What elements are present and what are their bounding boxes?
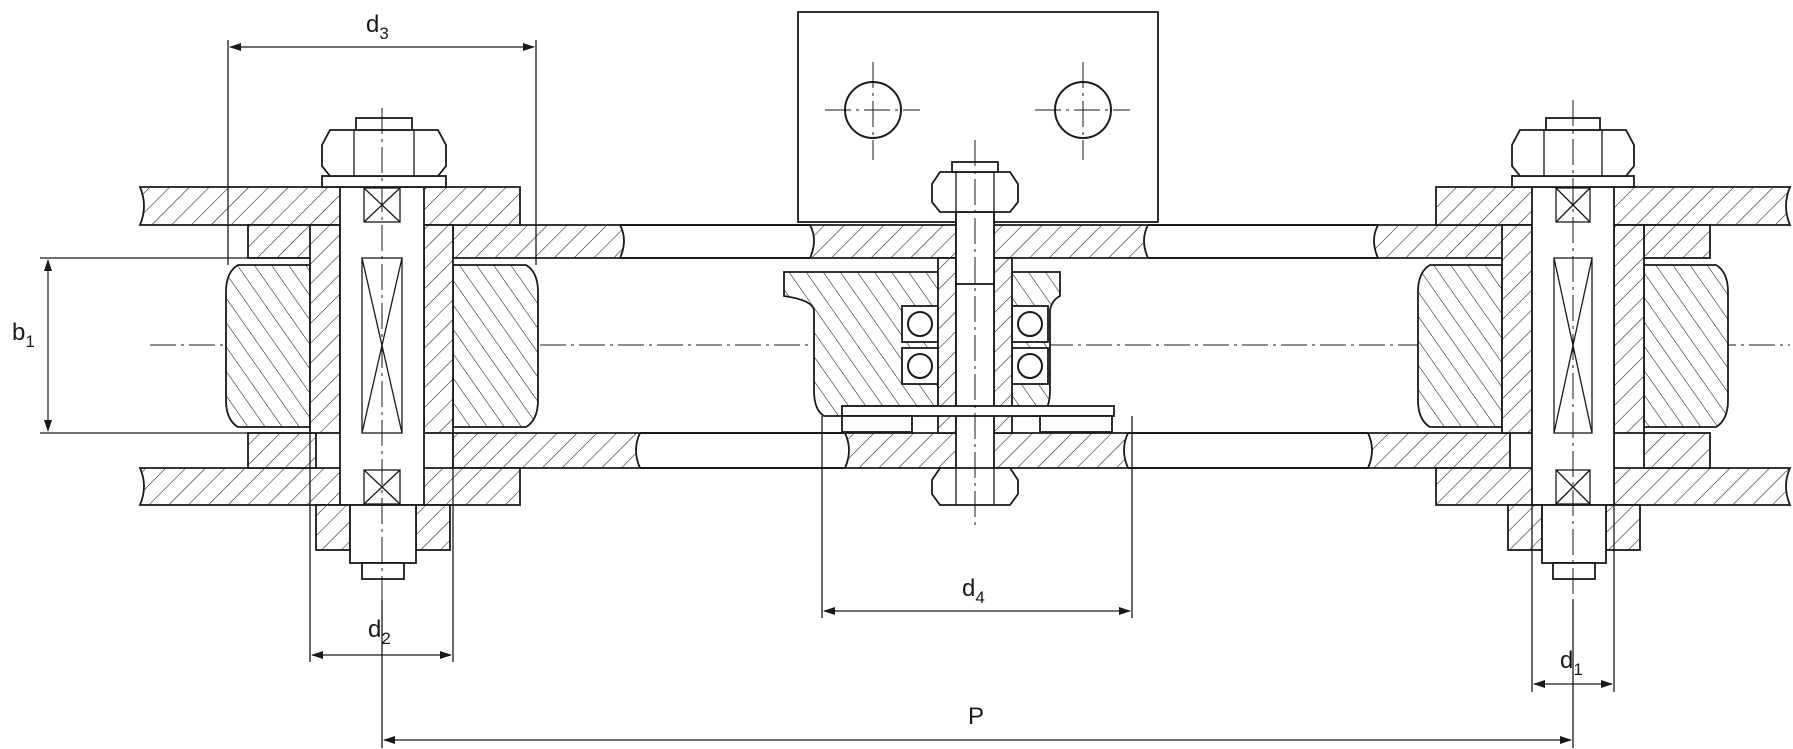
label-p: P [968, 703, 984, 730]
right-joint [1417, 100, 1792, 600]
dimension-d3 [227, 40, 537, 265]
label-d3: d3 [366, 11, 389, 43]
label-b1: b1 [12, 319, 35, 351]
left-joint [138, 108, 539, 600]
dimension-pitch-p [381, 600, 1574, 748]
center-bearing-unit [783, 140, 1115, 530]
dimension-b1 [40, 257, 310, 434]
label-d1: d1 [1560, 647, 1583, 679]
dimension-d4 [821, 416, 1133, 618]
label-d2: d2 [368, 616, 391, 648]
label-d4: d4 [962, 575, 985, 607]
